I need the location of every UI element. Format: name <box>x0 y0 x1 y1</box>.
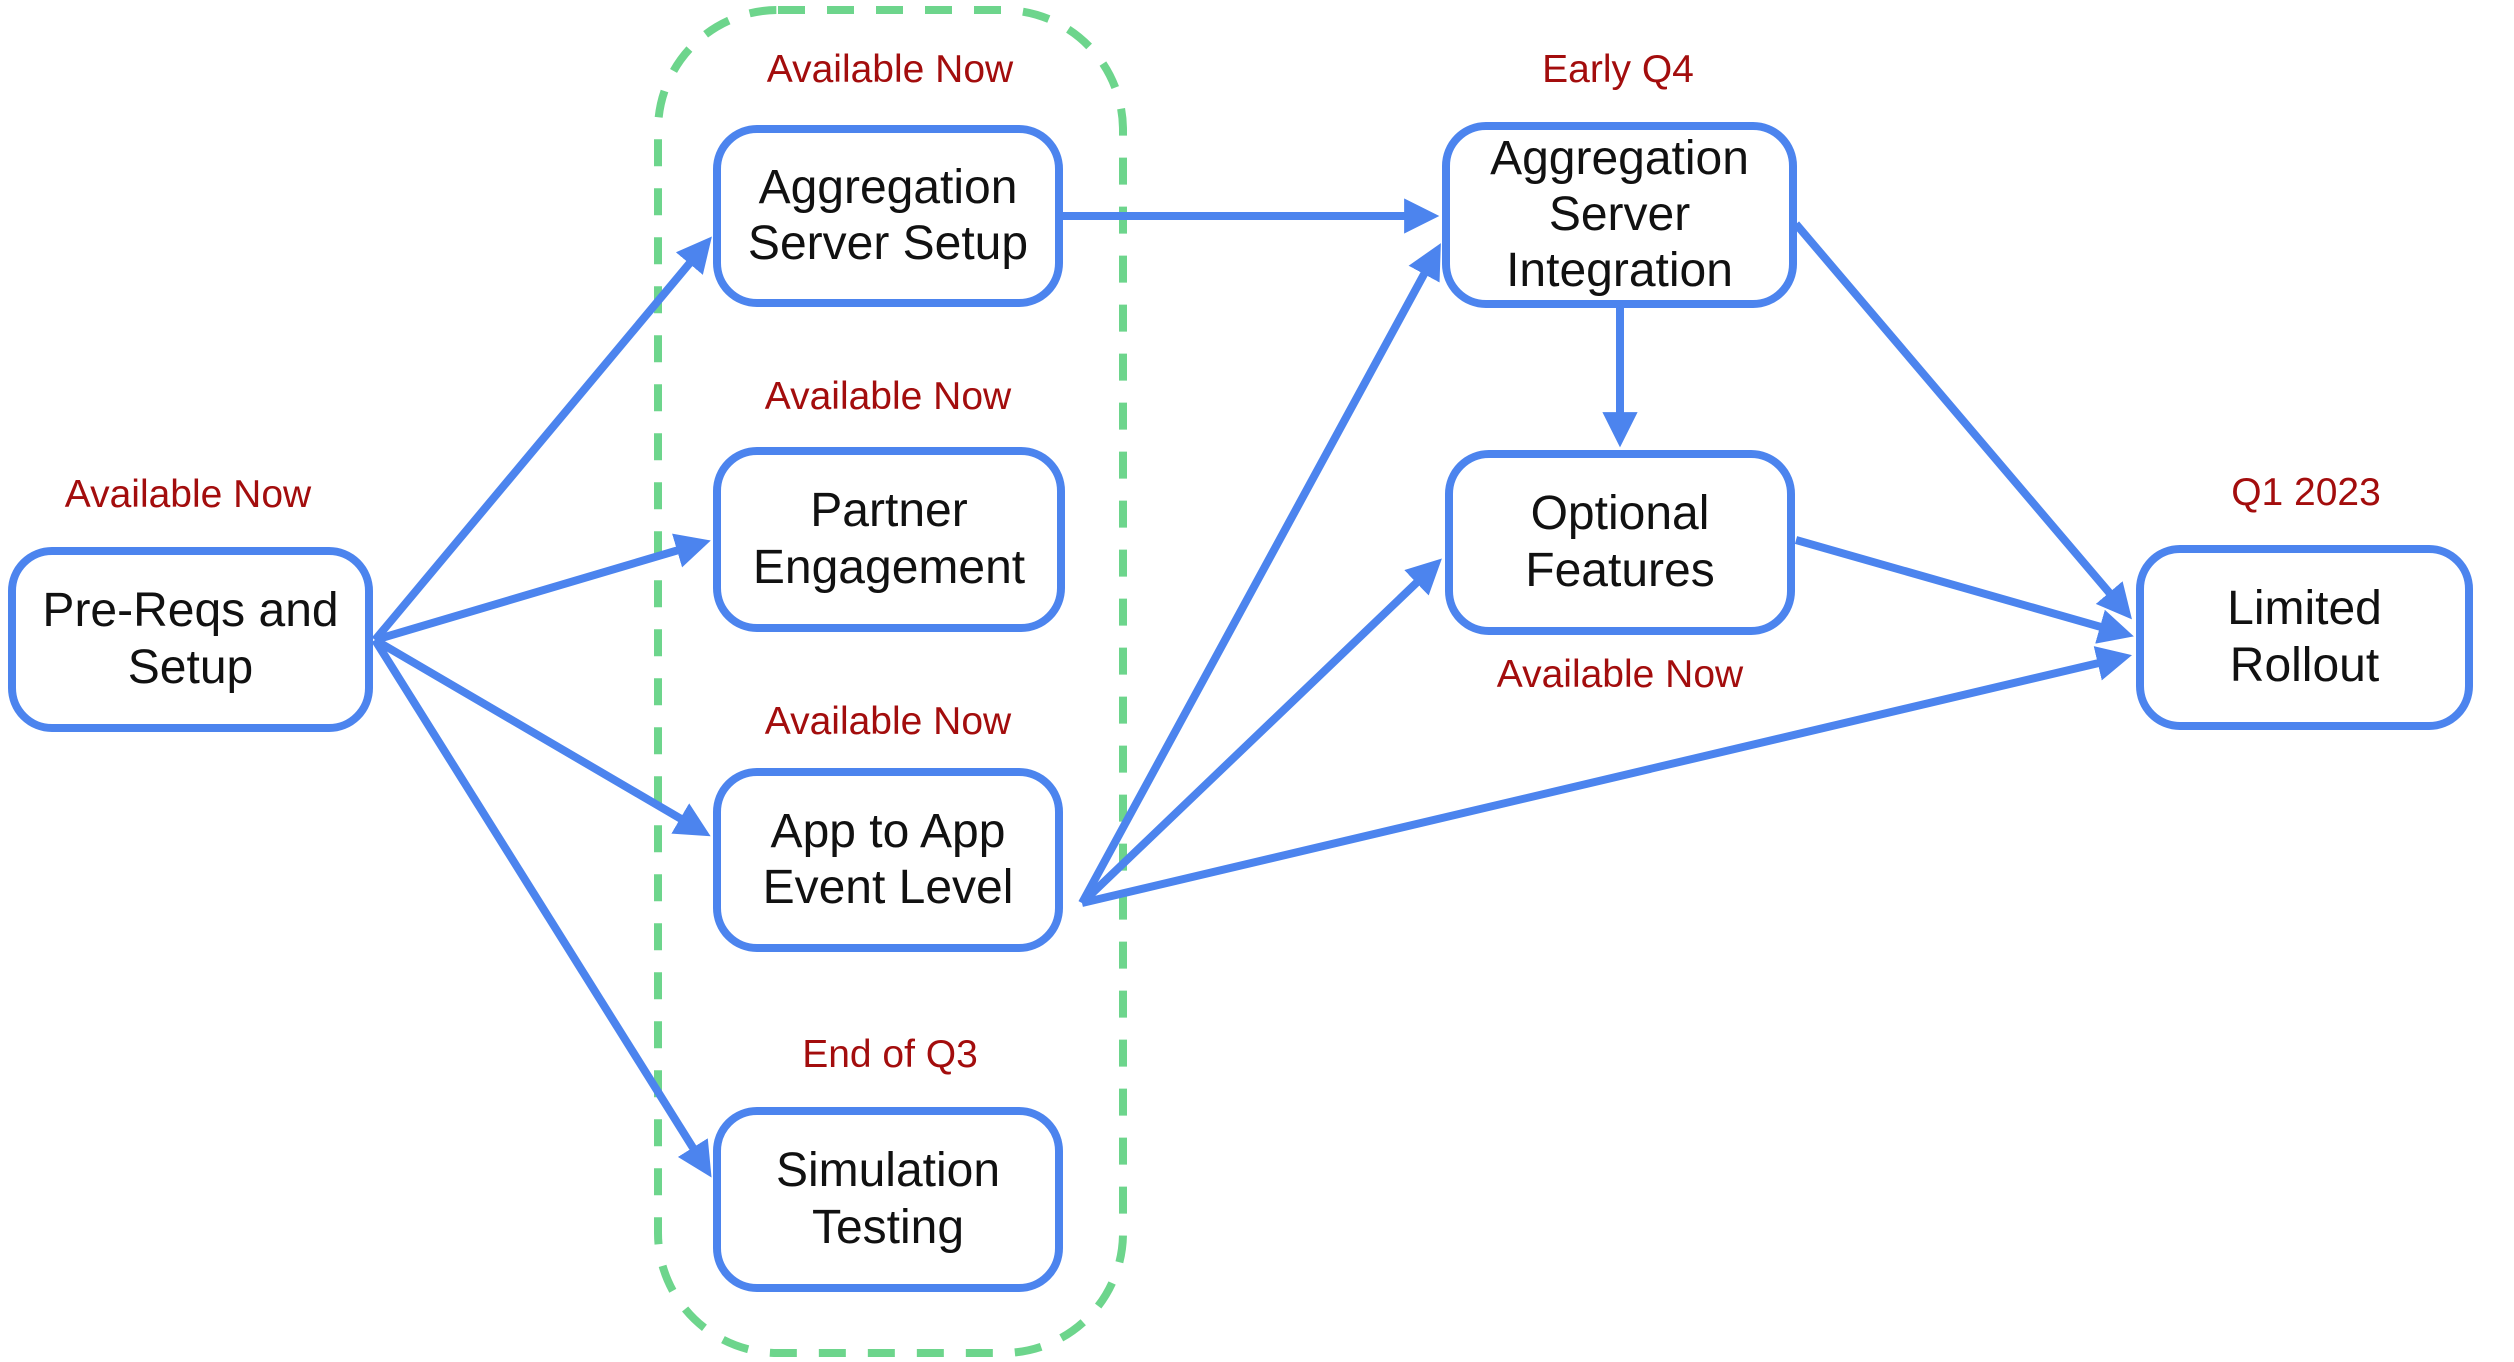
node-limited-rollout: Limited Rollout <box>2136 545 2473 730</box>
node-aggregation-server-integration: Aggregation Server Integration <box>1442 122 1797 308</box>
status-label-limited-rollout: Q1 2023 <box>2231 471 2381 514</box>
status-label-aggregation-server-setup: Available Now <box>766 48 1014 91</box>
edge-integration-to-limited-rollout <box>1792 221 2132 620</box>
node-partner-engagement: Partner Engagement <box>713 447 1065 632</box>
node-pre-reqs-and-setup: Pre-Reqs and Setup <box>8 547 373 732</box>
status-label-simulation-testing: End of Q3 <box>802 1033 978 1076</box>
edge-optional-features-to-limited-rollout <box>1794 536 2134 644</box>
node-app-to-app-event-level: App to App Event Level <box>713 768 1063 952</box>
node-aggregation-server-setup: Aggregation Server Setup <box>713 125 1063 307</box>
status-label-pre-reqs: Available Now <box>64 473 312 516</box>
edge-app-to-app-to-limited-rollout <box>1081 646 2132 907</box>
edge-prereqs-to-simulation-testing <box>371 637 712 1178</box>
edge-app-to-app-to-optional-features <box>1079 558 1442 906</box>
node-optional-features: Optional Features <box>1445 450 1795 635</box>
group-available-now-outline <box>654 6 1127 1357</box>
status-label-aggregation-server-integration: Early Q4 <box>1542 48 1694 91</box>
node-simulation-testing: Simulation Testing <box>713 1107 1063 1292</box>
edge-prereqs-to-partner-engagement <box>373 533 711 644</box>
edge-prereqs-to-aggregation-server-setup <box>371 236 712 643</box>
status-label-optional-features: Available Now <box>1496 653 1744 696</box>
edge-prereqs-to-app-to-app <box>372 636 711 837</box>
status-label-partner-engagement: Available Now <box>764 375 1012 418</box>
edge-app-to-app-to-integration <box>1078 243 1441 905</box>
status-label-app-to-app: Available Now <box>764 700 1012 743</box>
